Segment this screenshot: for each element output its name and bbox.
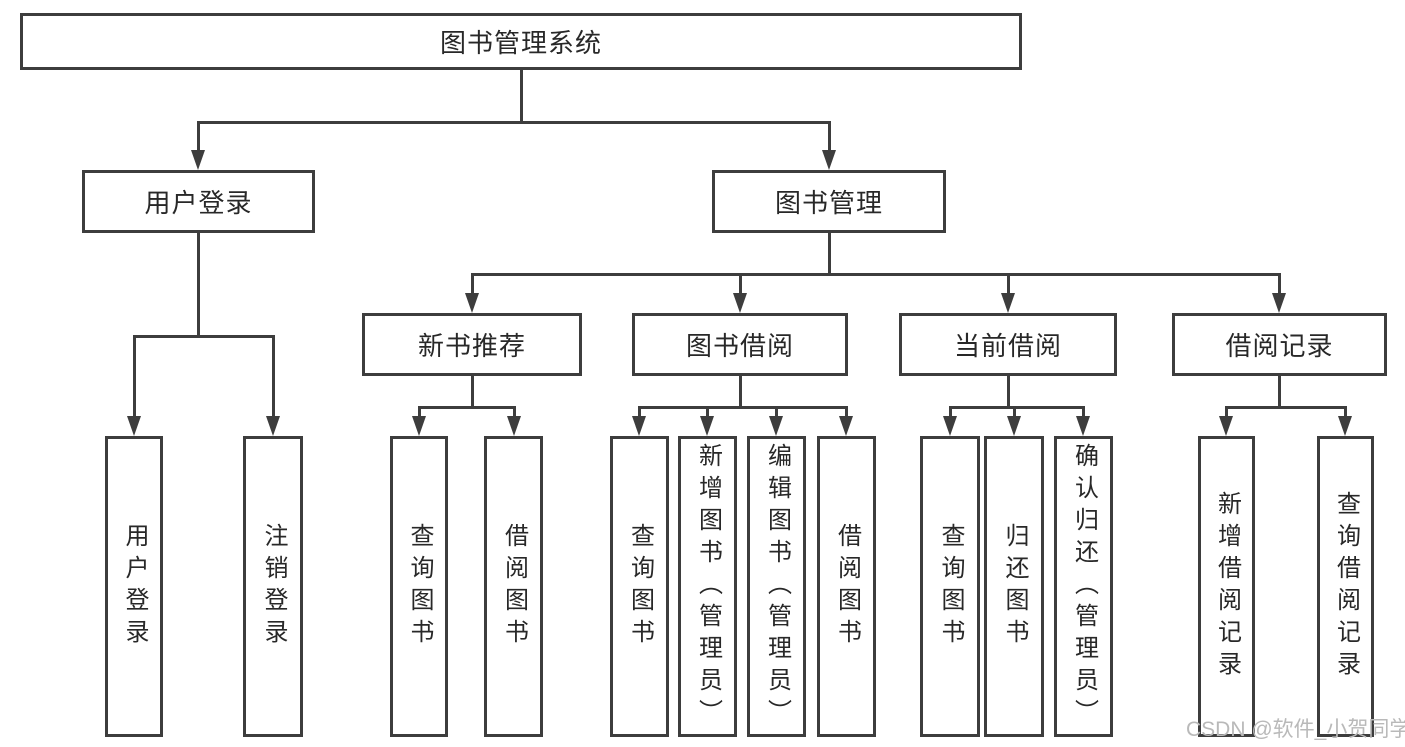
- node-new-book-recommend: 新书推荐: [362, 313, 582, 376]
- connector-drop-user-login: [271, 335, 275, 418]
- node-query-books-borrow: 查询图书: [610, 436, 669, 737]
- node-label-add-books-admin: 新增图书（管理员）: [694, 442, 722, 731]
- connector-bar-user-login: [132, 335, 275, 338]
- arrowhead-down-icon: [1001, 293, 1015, 313]
- connector-bar-new-book-recommend: [417, 406, 516, 409]
- node-user-login: 用户登录: [82, 170, 315, 233]
- arrowhead-down-icon: [1219, 416, 1233, 436]
- arrowhead-down-icon: [127, 416, 141, 436]
- node-label-current-borrowing: 当前借阅: [953, 331, 1062, 361]
- node-label-query-books-recommend: 查询图书: [406, 522, 433, 651]
- connector-bar-library-system: [196, 121, 831, 124]
- connector-bar-book-borrowing: [637, 406, 848, 409]
- node-label-query-borrow-record: 查询借阅记录: [1332, 490, 1360, 683]
- connector-drop-book-borrowing: [844, 406, 848, 418]
- node-borrow-books-recommend: 借阅图书: [484, 436, 543, 737]
- connector-drop-borrowing-records: [1343, 406, 1347, 418]
- connector-drop-book-management: [738, 273, 742, 295]
- node-label-borrow-books: 借阅图书: [833, 522, 861, 651]
- connector-drop-borrowing-records: [1224, 406, 1228, 418]
- node-label-logout-action: 注销登录: [260, 522, 287, 651]
- arrowhead-down-icon: [769, 416, 783, 436]
- connector-drop-new-book-recommend: [417, 406, 421, 418]
- node-query-borrow-record: 查询借阅记录: [1317, 436, 1374, 737]
- node-edit-books-admin: 编辑图书（管理员）: [747, 436, 806, 737]
- arrowhead-down-icon: [465, 293, 479, 313]
- node-borrowing-records: 借阅记录: [1172, 313, 1387, 376]
- connector-stem-library-system: [519, 70, 523, 124]
- connector-drop-book-borrowing: [705, 406, 709, 418]
- connector-stem-user-login: [196, 233, 200, 338]
- arrowhead-down-icon: [700, 416, 714, 436]
- arrowhead-down-icon: [632, 416, 646, 436]
- connector-drop-current-borrowing: [948, 406, 952, 418]
- node-label-user-login: 用户登录: [144, 188, 253, 218]
- arrowhead-down-icon: [822, 150, 836, 170]
- node-label-confirm-return-admin: 确认归还（管理员）: [1070, 442, 1098, 731]
- connector-drop-new-book-recommend: [512, 406, 516, 418]
- node-query-books-current: 查询图书: [920, 436, 980, 737]
- node-current-borrowing: 当前借阅: [899, 313, 1117, 376]
- node-label-query-books-current: 查询图书: [937, 522, 964, 651]
- node-query-books-recommend: 查询图书: [390, 436, 448, 737]
- node-label-query-books-borrow: 查询图书: [626, 522, 654, 651]
- node-label-return-books: 归还图书: [1001, 522, 1028, 651]
- node-label-add-borrow-record: 新增借阅记录: [1213, 490, 1241, 683]
- arrowhead-down-icon: [1272, 293, 1286, 313]
- arrowhead-down-icon: [1076, 416, 1090, 436]
- arrowhead-down-icon: [191, 150, 205, 170]
- arrowhead-down-icon: [1338, 416, 1352, 436]
- node-label-book-borrowing: 图书借阅: [685, 331, 794, 361]
- connector-stem-book-borrowing: [738, 376, 742, 409]
- connector-drop-book-borrowing: [637, 406, 641, 418]
- connector-bar-borrowing-records: [1224, 406, 1347, 409]
- arrowhead-down-icon: [733, 293, 747, 313]
- arrowhead-down-icon: [943, 416, 957, 436]
- connector-drop-book-management: [470, 273, 474, 295]
- node-label-borrowing-records: 借阅记录: [1225, 331, 1334, 361]
- node-add-borrow-record: 新增借阅记录: [1198, 436, 1255, 737]
- node-label-borrow-books-recommend: 借阅图书: [500, 522, 528, 651]
- connector-drop-book-management: [1277, 273, 1281, 295]
- node-return-books: 归还图书: [984, 436, 1044, 737]
- node-library-system: 图书管理系统: [20, 13, 1022, 70]
- connector-stem-borrowing-records: [1277, 376, 1281, 409]
- connector-drop-user-login: [132, 335, 136, 418]
- csdn-watermark: CSDN @软件_小贺同学: [1186, 718, 1405, 741]
- node-label-new-book-recommend: 新书推荐: [417, 331, 526, 361]
- arrowhead-down-icon: [507, 416, 521, 436]
- node-add-books-admin: 新增图书（管理员）: [678, 436, 737, 737]
- arrowhead-down-icon: [1007, 416, 1021, 436]
- connector-drop-library-system: [827, 121, 831, 152]
- connector-drop-book-borrowing: [774, 406, 778, 418]
- node-label-user-login-action: 用户登录: [121, 522, 148, 651]
- node-book-borrowing: 图书借阅: [632, 313, 848, 376]
- connector-stem-new-book-recommend: [470, 376, 474, 409]
- connector-drop-current-borrowing: [1081, 406, 1085, 418]
- connector-drop-current-borrowing: [1012, 406, 1016, 418]
- connector-stem-current-borrowing: [1006, 376, 1010, 409]
- node-label-library-system: 图书管理系统: [439, 28, 602, 58]
- node-label-book-management: 图书管理: [774, 188, 883, 218]
- node-user-login-action: 用户登录: [105, 436, 163, 737]
- connector-drop-book-management: [1006, 273, 1010, 295]
- arrowhead-down-icon: [839, 416, 853, 436]
- connector-bar-book-management: [470, 273, 1281, 276]
- arrowhead-down-icon: [412, 416, 426, 436]
- connector-stem-book-management: [827, 233, 831, 276]
- node-book-management: 图书管理: [712, 170, 946, 233]
- arrowhead-down-icon: [266, 416, 280, 436]
- node-logout-action: 注销登录: [243, 436, 303, 737]
- connector-drop-library-system: [196, 121, 200, 152]
- node-label-edit-books-admin: 编辑图书（管理员）: [763, 442, 791, 731]
- node-borrow-books: 借阅图书: [817, 436, 876, 737]
- node-confirm-return-admin: 确认归还（管理员）: [1054, 436, 1113, 737]
- connector-bar-current-borrowing: [948, 406, 1085, 409]
